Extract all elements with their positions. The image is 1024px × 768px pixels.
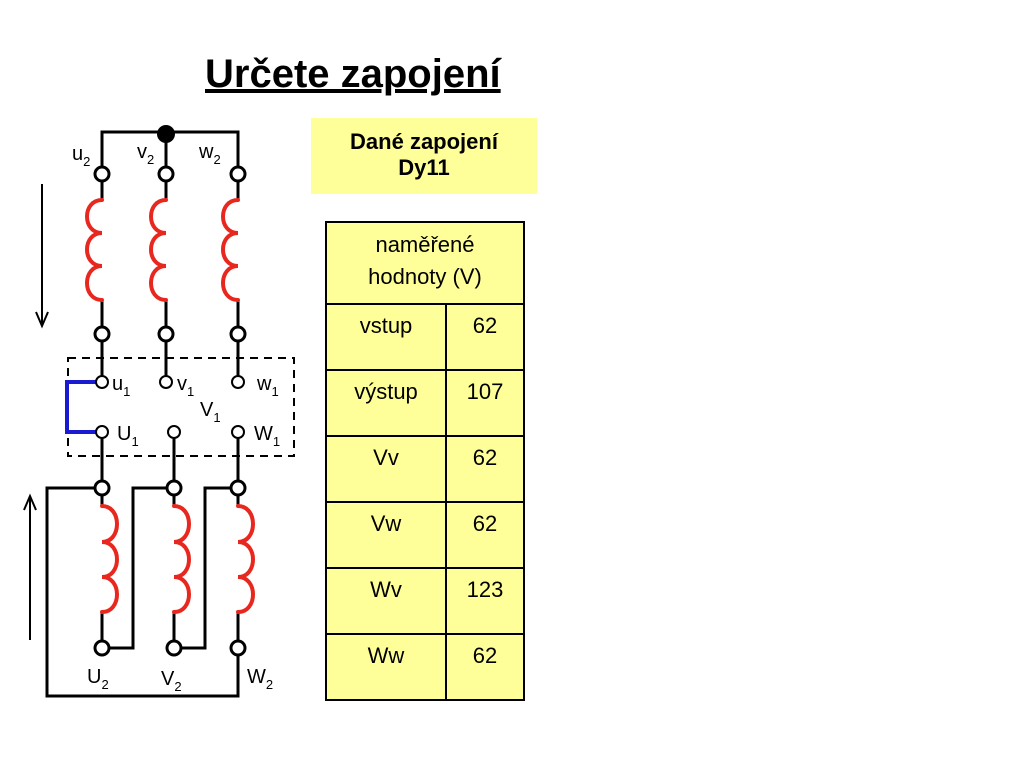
row-name: Vv — [325, 435, 447, 503]
star-point-node — [157, 125, 175, 143]
row-value: 62 — [445, 633, 525, 701]
page-title: Určete zapojení — [205, 52, 501, 96]
terminal-W2 — [229, 639, 247, 657]
table-header: naměřené hodnoty (V) — [325, 221, 525, 305]
row-value: 123 — [445, 567, 525, 635]
row-value: 62 — [445, 501, 525, 569]
table-row: Vv 62 — [325, 435, 525, 503]
terminal-W-coil-top — [229, 479, 247, 497]
terminal-u2-top — [93, 165, 111, 183]
label-V2: V2 — [161, 668, 182, 694]
table-row: Wv 123 — [325, 567, 525, 635]
table-header-line2: hodnoty (V) — [368, 264, 482, 289]
table-header-line1: naměřené — [375, 232, 475, 257]
label-W1: W1 — [254, 423, 280, 449]
arrow-down — [35, 184, 49, 329]
label-U1: U1 — [117, 423, 139, 449]
label-w2: w2 — [198, 141, 221, 167]
terminal-U1 — [95, 425, 109, 439]
terminal-v-coil-bottom — [157, 325, 175, 343]
coil-u-secondary — [85, 198, 104, 302]
row-name: výstup — [325, 369, 447, 437]
label-v1: v1 — [177, 373, 194, 399]
coil-v-secondary — [149, 198, 168, 302]
terminal-V-coil-top — [165, 479, 183, 497]
terminal-V2 — [165, 639, 183, 657]
row-name: vstup — [325, 303, 447, 371]
terminal-u-coil-bottom — [93, 325, 111, 343]
row-name: Vw — [325, 501, 447, 569]
label-U2: U2 — [87, 666, 109, 692]
terminal-v2-top — [157, 165, 175, 183]
terminal-V1 — [167, 425, 181, 439]
row-name: Wv — [325, 567, 447, 635]
coil-V-primary — [172, 504, 191, 614]
label-v2: v2 — [137, 141, 154, 167]
terminal-W1 — [231, 425, 245, 439]
coil-w-secondary — [221, 198, 240, 302]
terminal-w1 — [231, 375, 245, 389]
label-u1: u1 — [112, 373, 130, 399]
terminal-u1 — [95, 375, 109, 389]
row-value: 62 — [445, 303, 525, 371]
coil-W-primary — [236, 504, 255, 614]
label-V1: V1 — [200, 399, 221, 425]
given-connection-box: Dané zapojení Dy11 — [311, 118, 537, 194]
arrow-up — [23, 493, 37, 640]
terminal-U2 — [93, 639, 111, 657]
coil-U-primary — [100, 504, 119, 614]
table-row: vstup 62 — [325, 303, 525, 371]
label-w1: w1 — [256, 373, 279, 399]
given-connection-label: Dané zapojení — [350, 129, 498, 154]
delta-wire-outer — [45, 486, 240, 698]
terminal-v1 — [159, 375, 173, 389]
delta-wire-u2 — [102, 486, 174, 650]
given-connection-value: Dy11 — [398, 155, 450, 180]
terminal-block — [67, 357, 295, 457]
delta-wire-v2 — [174, 486, 238, 650]
table-row: výstup 107 — [325, 369, 525, 437]
label-u2: u2 — [72, 143, 90, 169]
table-row: Vw 62 — [325, 501, 525, 569]
row-value: 62 — [445, 435, 525, 503]
terminal-w-coil-bottom — [229, 325, 247, 343]
terminal-U-coil-top — [93, 479, 111, 497]
terminal-w2-top — [229, 165, 247, 183]
row-value: 107 — [445, 369, 525, 437]
measured-values-table: naměřené hodnoty (V) vstup 62 výstup 107… — [325, 221, 525, 701]
jumper-u1-U1 — [65, 380, 102, 434]
table-row: Ww 62 — [325, 633, 525, 701]
row-name: Ww — [325, 633, 447, 701]
label-W2: W2 — [247, 666, 273, 692]
